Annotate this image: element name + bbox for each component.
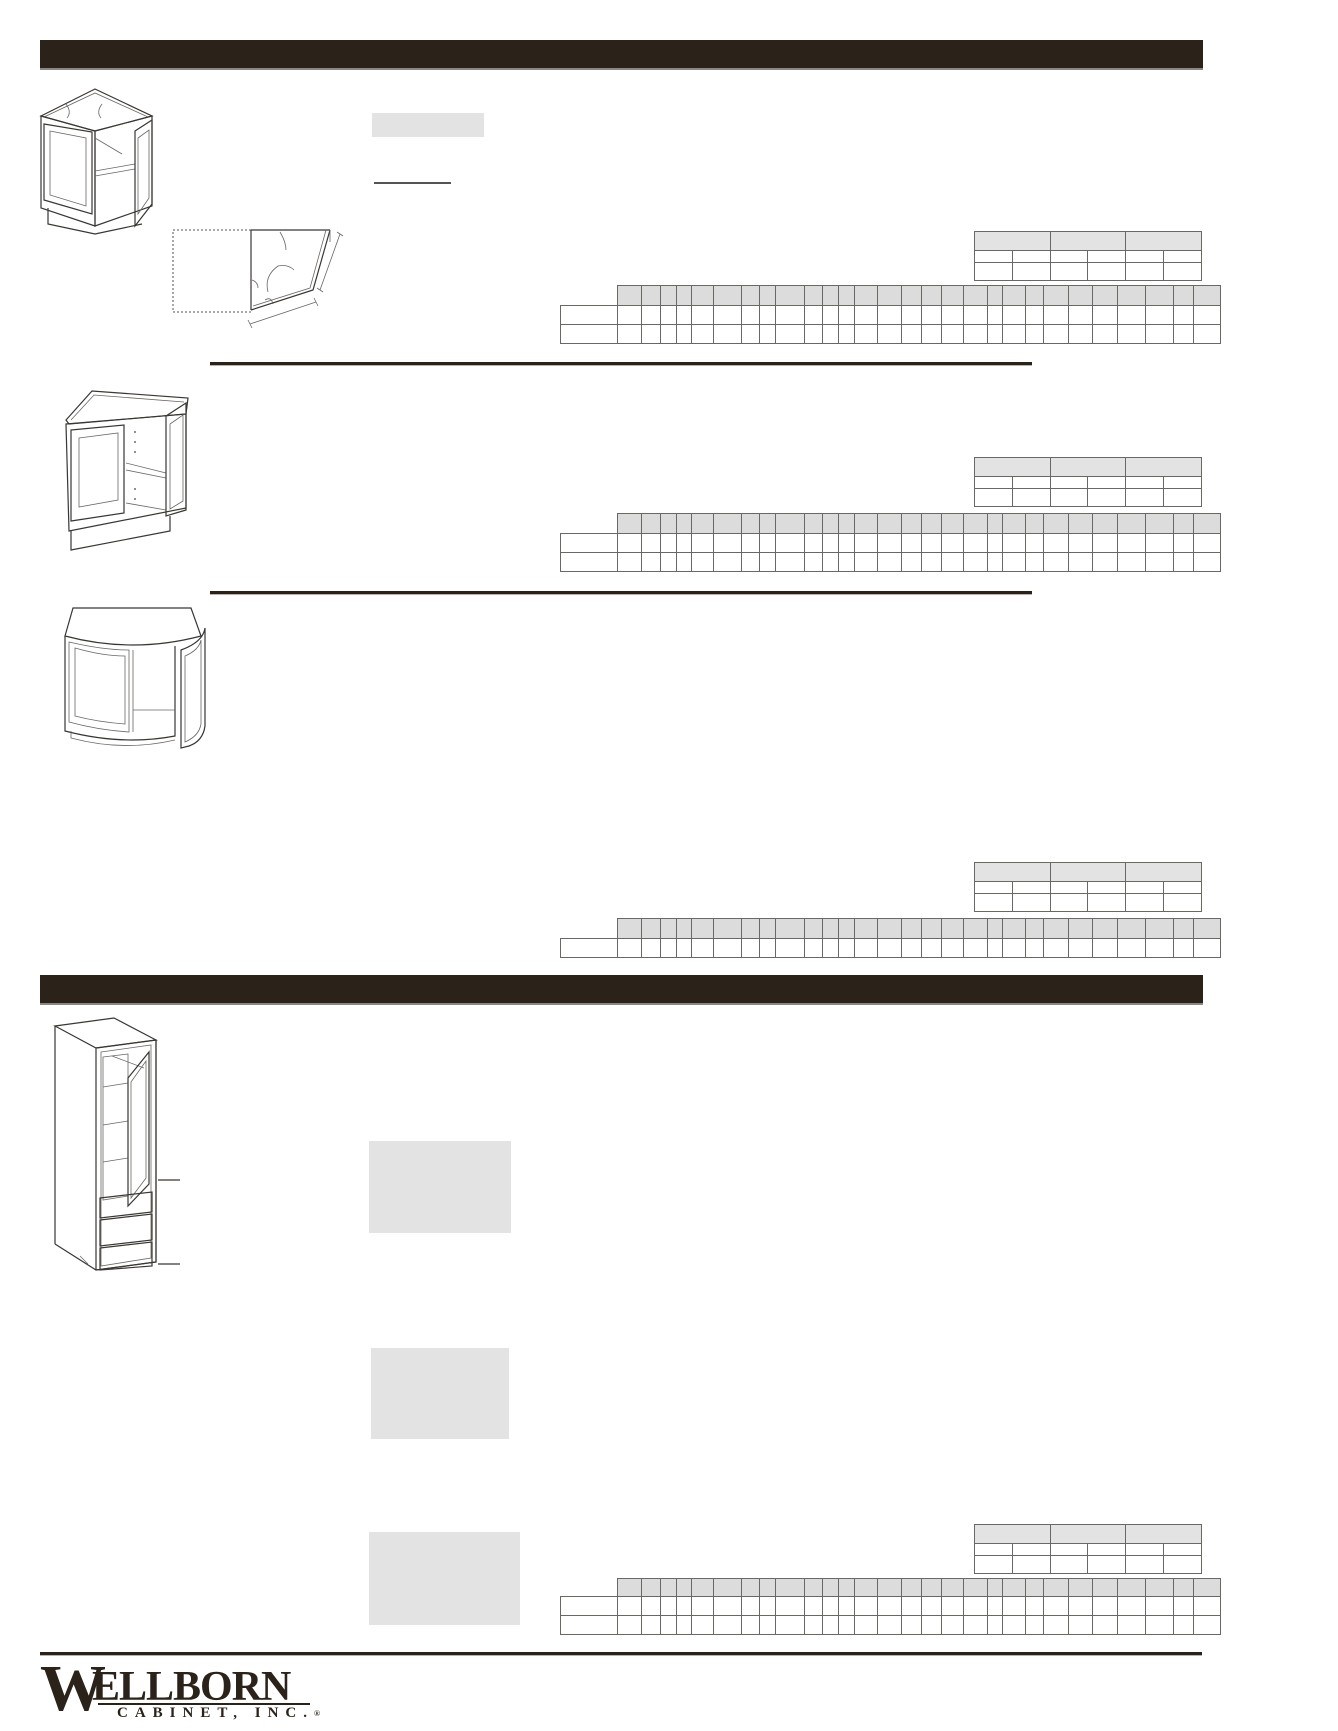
finish-price-table-4	[974, 1524, 1202, 1574]
table-row	[560, 1615, 1221, 1635]
logo-wordmark: ELLBORN	[92, 1664, 291, 1710]
section-banner-tall-cabinets	[40, 975, 1203, 1005]
section-divider-2	[210, 591, 1032, 595]
section-banner-corner-base	[40, 40, 1203, 70]
price-grid-1	[560, 285, 1221, 344]
double-door-corner-base-cabinet-icon	[65, 390, 189, 551]
finish-price-table-2	[974, 457, 1202, 507]
logo-rule	[98, 1703, 310, 1705]
label-box-tall-3	[369, 1532, 520, 1625]
price-grid-2	[560, 513, 1221, 572]
table-row	[560, 552, 1221, 572]
logo-subtitle: CABINET, INC.®	[117, 1705, 320, 1721]
tall-utility-cabinet-icon	[53, 1017, 180, 1271]
table-row	[560, 1596, 1221, 1616]
table-row	[560, 938, 1221, 958]
table-row	[560, 305, 1221, 325]
wellborn-logo: W ELLBORN CABINET, INC.®	[40, 1656, 330, 1722]
label-box-tall-2	[371, 1348, 509, 1439]
section-divider-1	[210, 362, 1032, 366]
price-grid-4	[560, 1578, 1221, 1635]
footer-rule	[40, 1652, 1202, 1656]
table-row	[560, 533, 1221, 553]
logo-initial: W	[40, 1652, 106, 1725]
finish-price-table-1	[974, 231, 1202, 281]
curved-door-base-cabinet-icon	[64, 607, 206, 749]
finish-price-table-3	[974, 862, 1202, 912]
label-box-corner-base	[372, 113, 484, 137]
label-underline	[374, 182, 451, 184]
price-grid-3	[560, 918, 1221, 958]
table-row	[560, 324, 1221, 344]
angle-corner-base-cabinet-icon	[39, 88, 154, 235]
corner-plan-diagram-icon	[172, 229, 344, 329]
label-box-tall-1	[369, 1141, 511, 1233]
